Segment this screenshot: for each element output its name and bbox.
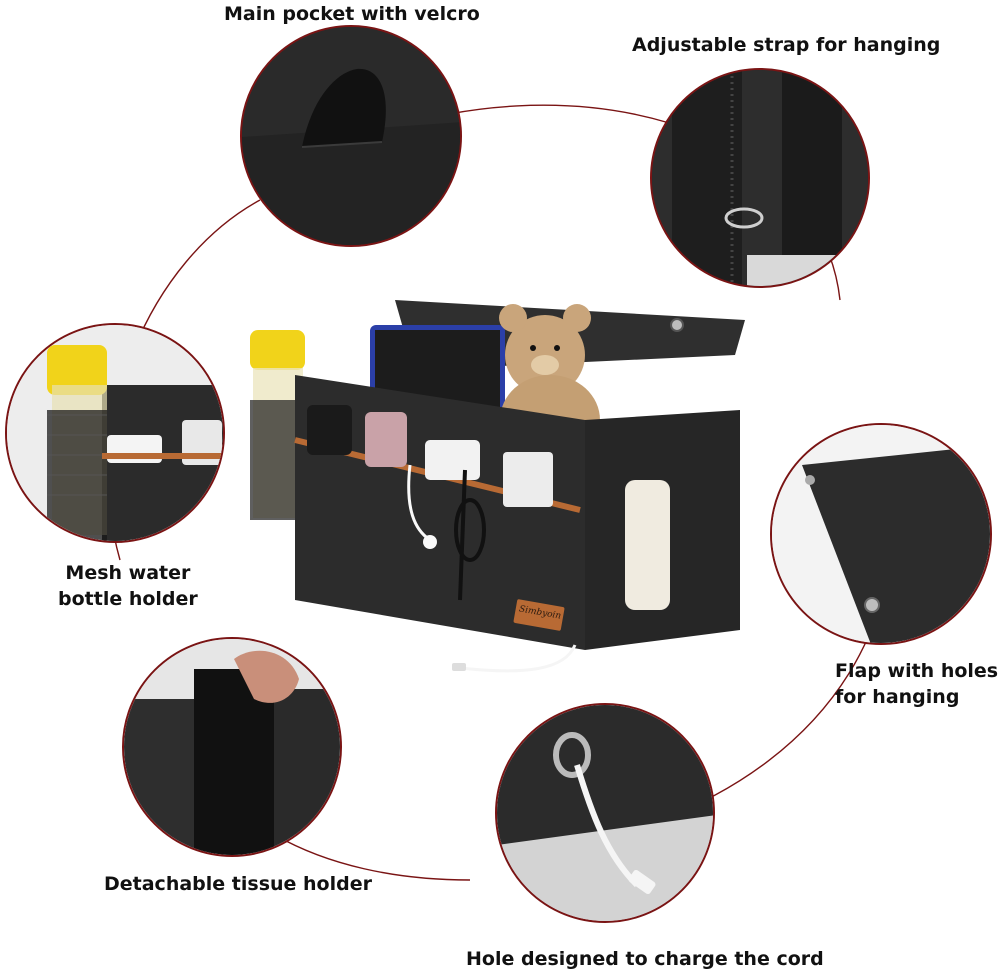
flap-illustration [772, 425, 990, 643]
label-main-pocket: Main pocket with velcro [224, 3, 480, 25]
bubble-tissue-holder [122, 637, 342, 857]
bubble-strap [650, 68, 870, 288]
product-organizer: Simbyoin [245, 280, 755, 680]
label-mesh: Mesh water bottle holder [58, 561, 198, 612]
bubble-main-pocket [240, 25, 462, 247]
label-mesh-line2: bottle holder [58, 587, 198, 610]
label-mesh-line1: Mesh water [65, 562, 191, 584]
label-flap-line2: for hanging [835, 685, 960, 708]
tissue-holder-illustration [124, 639, 340, 855]
organizer-illustration [250, 300, 745, 673]
label-flap: Flap with holes for hanging [835, 659, 998, 710]
label-tissue: Detachable tissue holder [104, 873, 372, 895]
label-cord: Hole designed to charge the cord [466, 948, 824, 970]
bubble-flap [770, 423, 992, 645]
bubble-mesh-holder [5, 323, 225, 543]
label-flap-line1: Flap with holes [835, 660, 999, 682]
velcro-flap-illustration [242, 27, 460, 245]
mesh-holder-illustration [7, 325, 223, 541]
bubble-cord-hole [495, 703, 715, 923]
strap-illustration [652, 70, 868, 286]
cord-hole-illustration [497, 705, 713, 921]
label-strap: Adjustable strap for hanging [632, 34, 941, 56]
